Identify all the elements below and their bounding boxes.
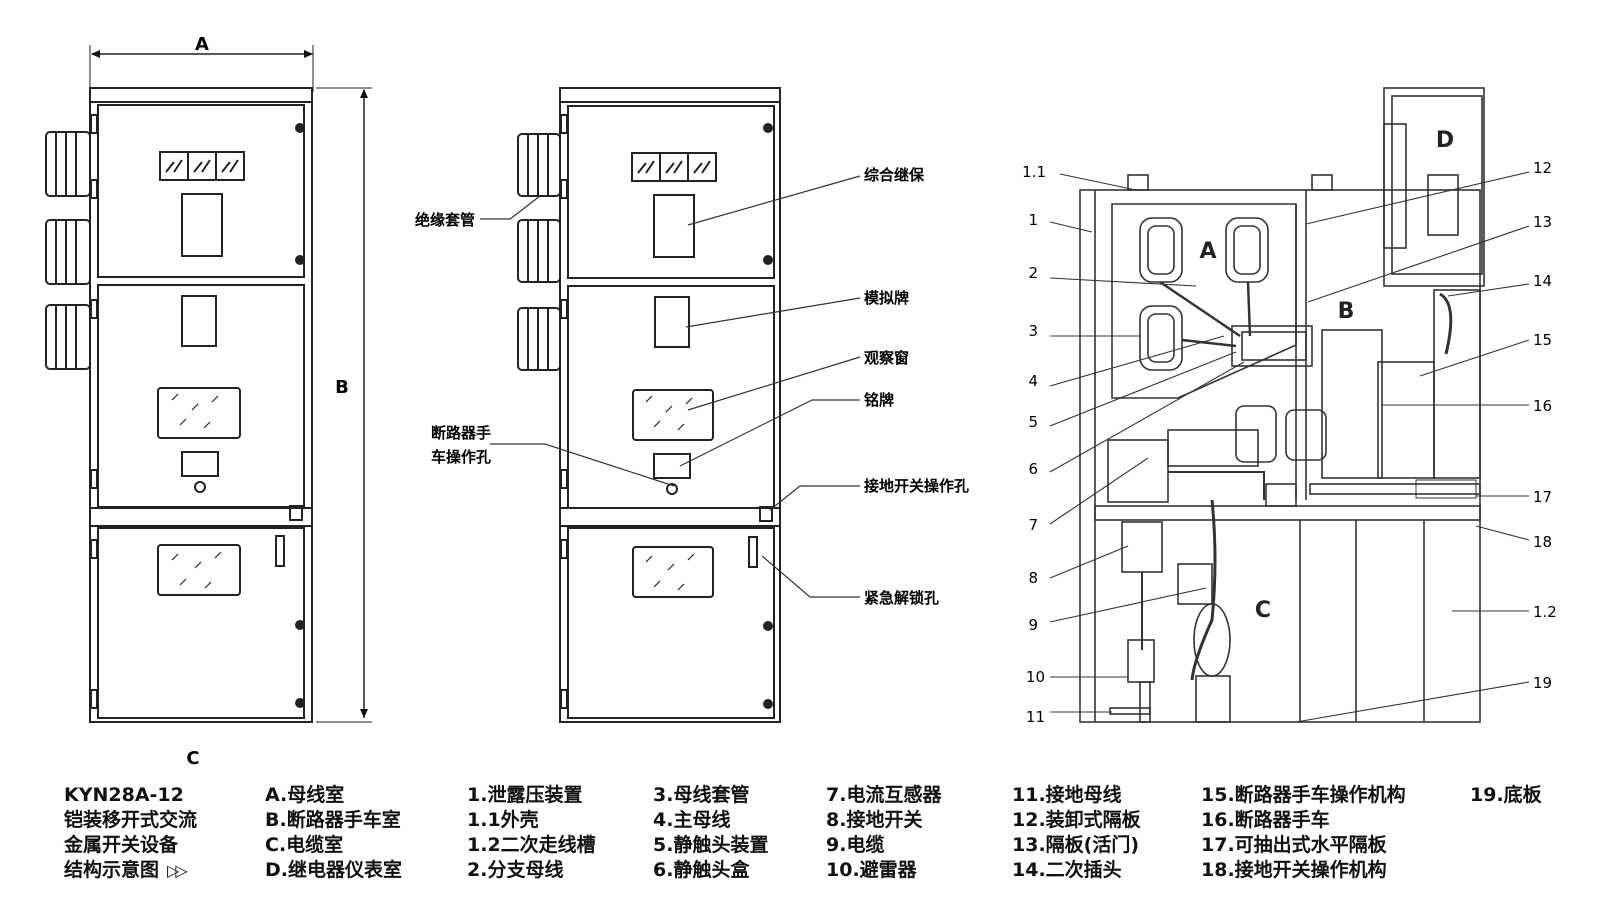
legend-item: 13.隔板(活门) — [1012, 834, 1140, 856]
num-4: 4 — [1028, 372, 1038, 390]
legend-item: 19.底板 — [1470, 784, 1542, 806]
num-13: 13 — [1533, 213, 1552, 231]
legend-item: 12.装卸式隔板 — [1012, 809, 1141, 831]
legend-item: D.继电器仪表室 — [265, 859, 402, 881]
legend-item: A.母线室 — [265, 784, 345, 806]
legend-item: 17.可抽出式水平隔板 — [1201, 834, 1387, 856]
legend-title-line: 金属开关设备 — [64, 834, 179, 856]
legend-item: C.电缆室 — [265, 834, 344, 856]
num-11: 11 — [1026, 708, 1045, 726]
section-view — [1079, 87, 1485, 723]
num-12: 12 — [1533, 159, 1552, 177]
front-view-dimensioned — [45, 45, 372, 723]
legend-item: 1.2二次走线槽 — [467, 834, 596, 856]
label-nameplate: 铭牌 — [864, 391, 894, 409]
zone-c-label: C — [1255, 598, 1271, 623]
num-5: 5 — [1028, 413, 1038, 431]
dim-a-label: A — [195, 34, 209, 55]
legend-parts-6: 19.底板 — [1470, 783, 1542, 808]
legend-item: 8.接地开关 — [826, 809, 923, 831]
legend-parts-4: 11.接地母线 12.装卸式隔板 13.隔板(活门) 14.二次插头 — [1012, 783, 1141, 883]
legend-item: 9.电缆 — [826, 834, 885, 856]
legend-parts-1: 1.泄露压装置 1.1外壳 1.2二次走线槽 2.分支母线 — [467, 783, 596, 883]
legend-item: 10.避雷器 — [826, 859, 917, 881]
zone-d-label: D — [1436, 128, 1454, 153]
label-relay: 综合继保 — [864, 166, 925, 184]
num-15: 15 — [1533, 331, 1552, 349]
legend-title: KYN28A-12 铠装移开式交流 金属开关设备 结构示意图▷▷ — [64, 783, 197, 883]
num-2: 2 — [1028, 264, 1038, 282]
label-bushing: 绝缘套管 — [415, 211, 475, 229]
num-16: 16 — [1533, 397, 1552, 415]
num-17: 17 — [1533, 488, 1552, 506]
num-8: 8 — [1028, 569, 1038, 587]
legend-item: 14.二次插头 — [1012, 859, 1122, 881]
legend-item: 3.母线套管 — [653, 784, 750, 806]
legend-title-line: KYN28A-12 — [64, 784, 184, 806]
num-19: 19 — [1533, 674, 1552, 692]
label-window: 观察窗 — [864, 349, 909, 367]
legend-item: 5.静触头装置 — [653, 834, 769, 856]
legend-item: 2.分支母线 — [467, 859, 564, 881]
num-1: 1 — [1028, 211, 1038, 229]
legend-item: 4.主母线 — [653, 809, 731, 831]
num-18: 18 — [1533, 533, 1552, 551]
legend-compartments: A.母线室 B.断路器手车室 C.电缆室 D.继电器仪表室 — [265, 783, 402, 883]
label-emergency-unlock: 紧急解锁孔 — [864, 589, 939, 607]
num-1-2: 1.2 — [1533, 603, 1557, 621]
front-view-callouts — [517, 87, 781, 723]
legend-parts-2: 3.母线套管 4.主母线 5.静触头装置 6.静触头盒 — [653, 783, 768, 883]
legend-item: 15.断路器手车操作机构 — [1201, 784, 1406, 806]
legend-parts-5: 15.断路器手车操作机构 16.断路器手车 17.可抽出式水平隔板 18.接地开… — [1201, 783, 1406, 883]
legend-title-line: 铠装移开式交流 — [64, 809, 198, 831]
num-14: 14 — [1533, 272, 1552, 290]
num-3: 3 — [1028, 322, 1038, 340]
label-earthing-hole: 接地开关操作孔 — [864, 477, 969, 495]
zone-a-label: A — [1199, 239, 1216, 264]
num-7: 7 — [1028, 516, 1038, 534]
dim-b-label: B — [335, 377, 349, 398]
dim-c-label: C — [186, 748, 199, 769]
num-6: 6 — [1028, 460, 1038, 478]
legend-title-line: 结构示意图▷▷ — [64, 859, 188, 881]
legend-item: 11.接地母线 — [1012, 784, 1122, 806]
callout-leaders — [480, 175, 861, 598]
legend-item: 1.1外壳 — [467, 809, 539, 831]
num-1-1: 1.1 — [1022, 163, 1046, 181]
legend-parts-3: 7.电流互感器 8.接地开关 9.电缆 10.避雷器 — [826, 783, 941, 883]
legend-item: 18.接地开关操作机构 — [1201, 859, 1387, 881]
double-arrow-icon: ▷▷ — [167, 861, 188, 880]
label-mimic: 模拟牌 — [864, 289, 909, 307]
legend-item: 7.电流互感器 — [826, 784, 942, 806]
legend-item: 16.断路器手车 — [1201, 809, 1330, 831]
legend-item: 6.静触头盒 — [653, 859, 750, 881]
label-breaker-hole-2: 车操作孔 — [431, 448, 491, 466]
legend-item: B.断路器手车室 — [265, 809, 401, 831]
zone-b-label: B — [1338, 299, 1355, 324]
section-leaders — [1049, 171, 1530, 723]
legend-item: 1.泄露压装置 — [467, 784, 583, 806]
num-10: 10 — [1026, 668, 1045, 686]
label-breaker-hole-1: 断路器手 — [431, 424, 491, 442]
num-9: 9 — [1028, 616, 1038, 634]
